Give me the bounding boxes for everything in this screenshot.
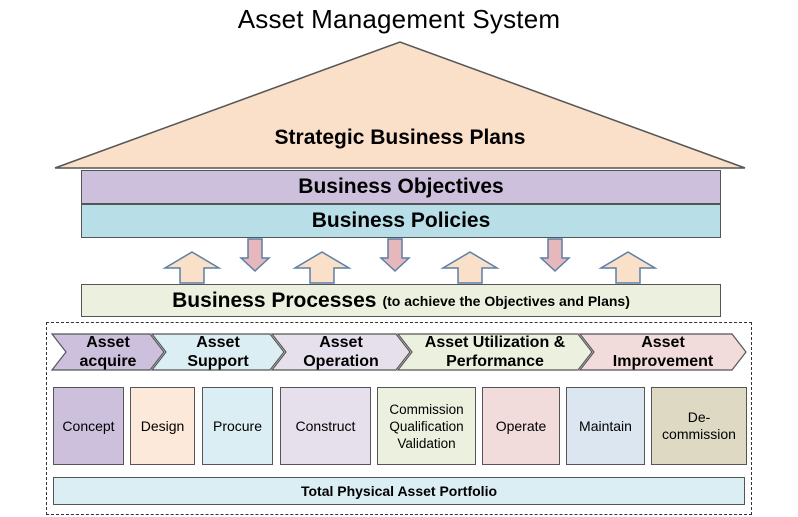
down-arrow-icon [539,238,571,273]
diagram-title: Asset Management System [237,4,561,34]
phase-label: Asset Support [187,334,249,370]
arrows-layer [162,238,658,284]
lifecycle-stage-box: Design [130,387,195,465]
chevron-layer [50,333,747,371]
business-objectives-bar: Business Objectives [81,170,721,204]
phase-label: Asset Improvement [612,334,714,370]
lifecycle-stage-box: Procure [202,387,273,465]
house-graphic [54,41,746,284]
phase-chevron [50,333,165,371]
phase-chevron [270,333,411,371]
lifecycle-stage-box: Construct [280,387,371,465]
down-arrow-icon [379,238,411,273]
business-policies-bar: Business Policies [81,204,721,238]
up-arrow-icon [440,251,500,284]
business-processes-label: Business Processes [172,288,377,312]
phase-chevrons [50,333,747,371]
total-physical-asset-portfolio-bar: Total Physical Asset Portfolio [53,477,745,505]
business-policies-label: Business Policies [311,209,491,232]
business-objectives-label: Business Objectives [298,175,504,198]
business-processes-bar: Business Processes (to achieve the Objec… [81,284,721,317]
roof-shape [54,41,746,169]
lifecycle-stage-box: Maintain [566,387,645,465]
lifecycle-stage-box: Concept [53,387,124,465]
down-arrow-icon [239,238,271,273]
up-arrow-icon [162,251,222,284]
lifecycle-stage-box: De-commission [651,387,747,465]
phase-chevron [396,333,593,371]
lifecycle-stage-box: Commission Qualification Validation [377,387,476,465]
phase-chevron [578,333,747,371]
lifecycle-stage-box: Operate [482,387,560,465]
strategic-business-plans-label: Strategic Business Plans [274,126,526,149]
up-arrow-icon [292,251,352,284]
portfolio-label: Total Physical Asset Portfolio [300,482,498,499]
asset-lifecycle-frame [46,322,752,515]
phase-chevron [150,333,285,371]
phase-label: Asset acquire [79,334,137,370]
up-arrow-icon [598,251,658,284]
business-processes-sublabel: (to achieve the Objectives and Plans) [382,292,630,309]
phase-label: Asset Operation [303,334,379,370]
phase-label: Asset Utilization & Performance [424,334,566,370]
